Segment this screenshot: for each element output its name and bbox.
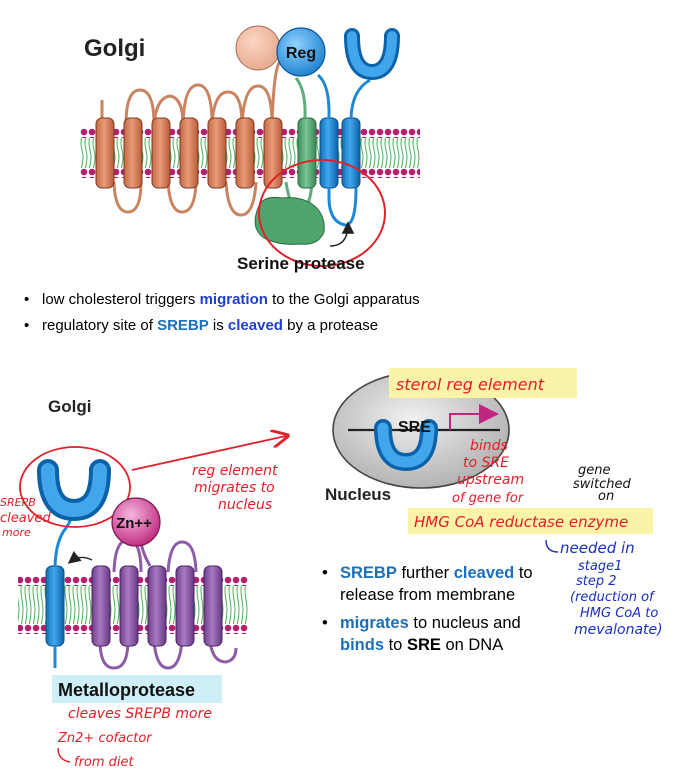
svg-text:of gene for: of gene for (452, 491, 525, 506)
bottom-red-circle (19, 446, 131, 528)
bottom-purple-loops (98, 538, 238, 670)
bottom-bullet-list: SREBP further cleaved to release from me… (318, 562, 568, 662)
handwritten-notes: sterol reg element binds to SRE upstream… (0, 375, 628, 770)
nucleus-label: Nucleus (325, 485, 391, 504)
bottom-bullet-1: SREBP further cleaved to release from me… (318, 562, 568, 606)
svg-text:SREPB: SREPB (0, 496, 36, 509)
bottom-metallo-label: Metalloprotease (58, 680, 195, 700)
note-sterol: sterol reg element (396, 375, 545, 394)
svg-text:stage1: stage1 (578, 559, 622, 574)
bottom-title: Golgi (48, 397, 91, 416)
svg-text:more: more (2, 526, 31, 539)
note-cofactor: Zn2+ cofactor (57, 731, 153, 746)
bottom-helix-blue (45, 565, 65, 647)
svg-text:cleaved: cleaved (0, 511, 51, 526)
top-red-circle (258, 159, 386, 267)
sterol-highlight (389, 368, 577, 398)
gene-on-note: gene switched on (573, 463, 631, 504)
migration-arrow (131, 436, 286, 471)
needed-note: needed in stage1 step 2 (reduction of HM… (560, 539, 663, 638)
top-reg-domain (276, 27, 326, 77)
metallo-highlight (52, 675, 222, 703)
top-helices-orange (95, 117, 283, 189)
top-helix-green (297, 117, 317, 189)
bottom-zn-domain (111, 497, 161, 547)
svg-text:mevalonate): mevalonate) (574, 622, 663, 638)
top-bullet-list: low cholesterol triggers migration to th… (20, 287, 420, 339)
svg-text:needed in: needed in (560, 539, 635, 557)
svg-text:upstream: upstream (457, 472, 524, 488)
svg-text:step 2: step 2 (576, 574, 617, 589)
top-bullet-2: regulatory site of SREBP is cleaved by a… (20, 313, 420, 339)
top-loops-upper (100, 58, 283, 126)
svg-text:binds: binds (470, 438, 508, 454)
svg-text:to SRE: to SRE (463, 455, 509, 471)
top-cleave-arrow (329, 221, 355, 247)
svg-text:reg element: reg element (192, 463, 278, 479)
top-protease-label: Serine protease (237, 254, 365, 273)
svg-text:migrates to: migrates to (194, 480, 275, 496)
hmg-highlight (408, 508, 653, 534)
svg-text:switched: switched (573, 477, 631, 492)
bottom-zn-label: Zn++ (116, 515, 152, 532)
svg-text:gene: gene (578, 463, 611, 478)
top-loops-lower (112, 181, 314, 217)
bottom-cleave-arrow (67, 550, 93, 564)
transcription-arrow (449, 404, 499, 430)
top-title: Golgi (84, 35, 145, 62)
note-cleaves: cleaves SREPB more (68, 706, 212, 722)
top-reg-linker (294, 77, 307, 119)
svg-text:on: on (598, 489, 614, 504)
top-bullet-1: low cholesterol triggers migration to th… (20, 287, 420, 313)
svg-text:nucleus: nucleus (218, 497, 272, 513)
note-diet: from diet (74, 755, 135, 770)
top-peach-domain (235, 25, 281, 71)
svg-text:HMG CoA to: HMG CoA to (580, 606, 658, 621)
note-hmg: HMG CoA reductase enzyme (414, 513, 628, 531)
top-reg-label: Reg (286, 45, 316, 62)
svg-text:(reduction of: (reduction of (570, 590, 656, 605)
bottom-helices-purple (91, 565, 223, 647)
sre-label: SRE (398, 419, 431, 436)
top-serine-protease-blob (254, 197, 325, 245)
bottom-bullet-2: migrates to nucleus and binds to SRE on … (318, 612, 568, 656)
